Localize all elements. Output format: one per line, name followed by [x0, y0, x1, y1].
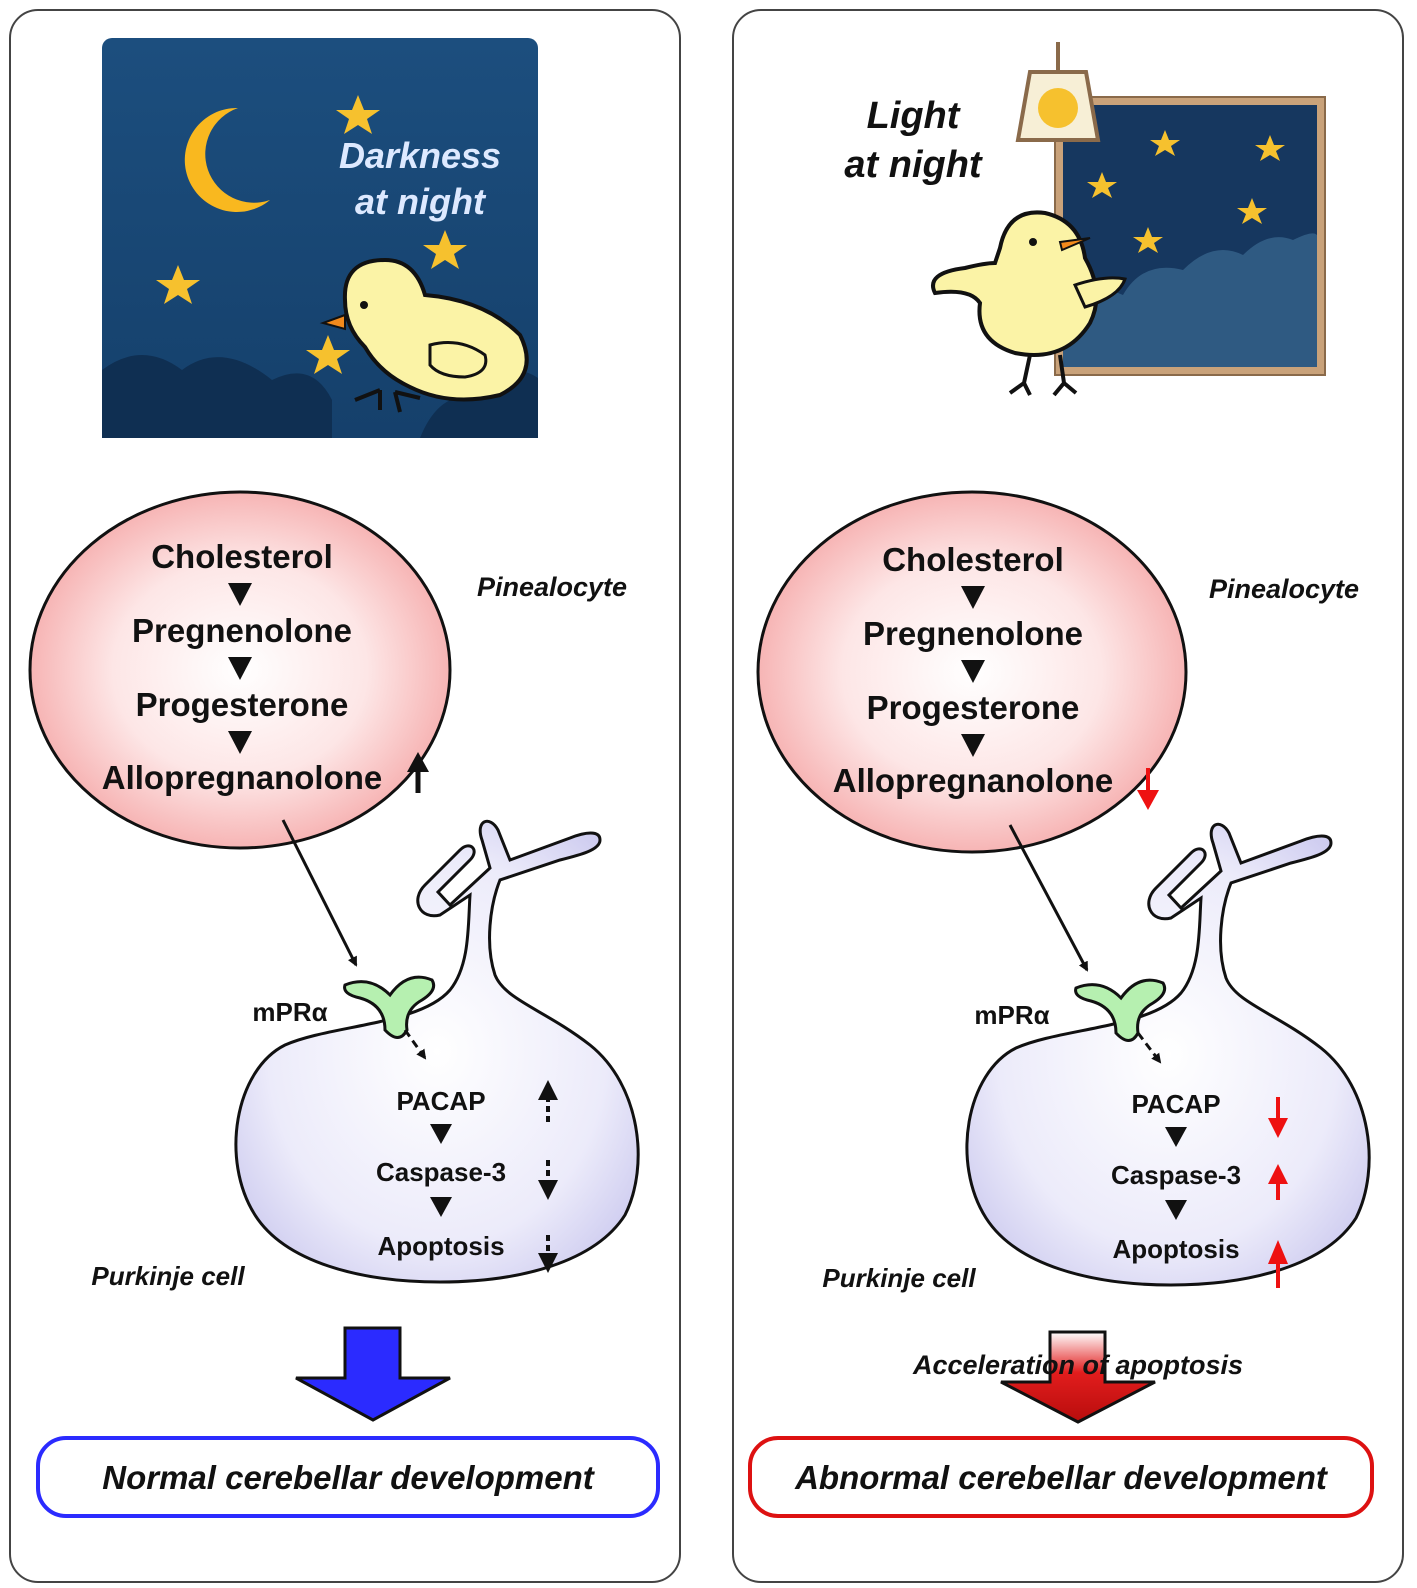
cascade-arrow [1165, 1200, 1187, 1220]
star-icon [336, 95, 380, 134]
purkinje-label: Purkinje cell [822, 1263, 976, 1293]
scene-label-line1: Darkness [339, 135, 501, 176]
pathway-step: Progesterone [136, 686, 349, 723]
purkinje-cell [234, 819, 640, 1284]
receptor-label: mPRα [252, 997, 327, 1027]
receptor-icon [1074, 978, 1167, 1042]
cascade-step: Apoptosis [1112, 1234, 1239, 1264]
outcome-box [36, 1436, 660, 1518]
left-panel: Darkness at night Cholesterol Pregnenolo… [9, 9, 681, 1583]
cascade-step: PACAP [396, 1086, 485, 1116]
receptor-arrow [1136, 1032, 1162, 1064]
scene-label-line1: Light [867, 95, 961, 137]
decrease-arrow [1137, 768, 1159, 810]
signal-arrow [281, 819, 358, 967]
night-scene: Darkness at night [102, 38, 538, 438]
pinealocyte-label: Pinealocyte [1209, 574, 1359, 604]
star-icon [423, 230, 467, 269]
cascade-step: PACAP [1131, 1089, 1220, 1119]
cascade-arrow [430, 1197, 452, 1217]
outcome-arrow [1000, 1330, 1156, 1424]
scene-label-line2: at night [844, 144, 983, 186]
star-icon [306, 335, 350, 374]
increase-arrow [407, 752, 429, 793]
pathway-step: Cholesterol [151, 538, 333, 575]
scene-label-line2: at night [355, 181, 487, 222]
purkinje-cell [965, 822, 1371, 1287]
moon-icon [184, 107, 270, 212]
pathway-arrow [961, 734, 985, 757]
right-panel: Light at night Cholesterol Pregnenolone … [732, 9, 1404, 1583]
pathway-arrow [228, 657, 252, 680]
pathway-step: Pregnenolone [132, 612, 352, 649]
pathway-step: Cholesterol [882, 541, 1064, 578]
purkinje-label: Purkinje cell [91, 1261, 245, 1291]
outcome-text: Normal cerebellar development [102, 1459, 596, 1496]
cascade-step: Caspase-3 [376, 1157, 506, 1187]
increase-arrow [1268, 1164, 1288, 1200]
chick-icon [319, 257, 529, 413]
star-icon [1087, 172, 1117, 198]
receptor-icon [343, 975, 436, 1039]
cascade-arrow [430, 1124, 452, 1144]
star-icon [1237, 198, 1267, 224]
receptor-arrow [403, 1029, 427, 1060]
outcome-arrow [295, 1326, 451, 1422]
star-icon [1133, 227, 1163, 253]
pathway-arrow [228, 731, 252, 754]
outcome-text: Abnormal cerebellar development [794, 1459, 1329, 1496]
decrease-arrow [538, 1160, 558, 1200]
increase-arrow [1268, 1240, 1288, 1288]
decrease-arrow [1268, 1097, 1288, 1138]
star-icon [1150, 130, 1180, 156]
lamp-icon [1015, 42, 1101, 142]
pinealocyte-label: Pinealocyte [477, 572, 627, 602]
increase-arrow [538, 1080, 558, 1122]
signal-arrow [1008, 824, 1089, 972]
pathway-arrow [228, 583, 252, 606]
star-icon [1255, 135, 1285, 161]
cloud-shape [102, 355, 332, 438]
pathway-arrow [961, 660, 985, 683]
window-icon [1054, 96, 1326, 376]
pathway-step: Allopregnanolone [833, 762, 1114, 799]
receptor-label: mPRα [974, 1000, 1049, 1030]
acceleration-label: Acceleration of apoptosis [912, 1350, 1243, 1380]
outcome-box [748, 1436, 1374, 1518]
decrease-arrow [538, 1235, 558, 1273]
cascade-step: Caspase-3 [1111, 1160, 1241, 1190]
pathway-step: Allopregnanolone [102, 759, 383, 796]
cascade-arrow [1165, 1127, 1187, 1147]
chick-icon [931, 210, 1127, 397]
pathway-step: Pregnenolone [863, 615, 1083, 652]
star-icon [156, 265, 200, 304]
cascade-step: Apoptosis [377, 1231, 504, 1261]
pathway-arrow [961, 586, 985, 609]
pathway-step: Progesterone [867, 689, 1080, 726]
